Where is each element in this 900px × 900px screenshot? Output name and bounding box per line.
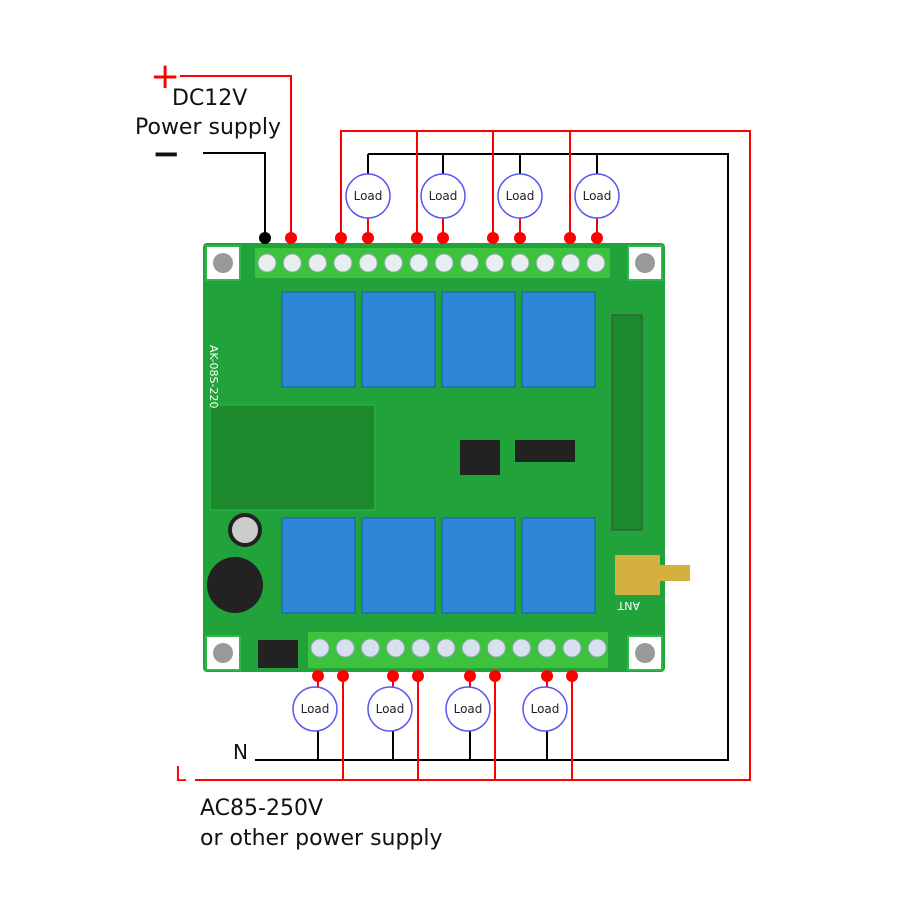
load-label: Load	[429, 189, 458, 203]
terminal-screw	[282, 253, 302, 273]
terminal-dot	[335, 232, 347, 244]
ac-power-supply-label: or other power supply	[200, 826, 443, 851]
terminal-dot	[564, 232, 576, 244]
chip	[515, 440, 575, 462]
terminal-screw	[384, 253, 403, 273]
terminal-dot	[514, 232, 526, 244]
dc-voltage-label: DC12V	[172, 86, 248, 111]
board-model-label: AK-08S-220	[207, 345, 220, 409]
terminal-screw	[360, 638, 380, 658]
terminal-screw	[586, 253, 606, 273]
neutral-wire	[203, 152, 266, 238]
terminal-screw	[510, 253, 530, 273]
buzzer	[207, 557, 263, 613]
terminal-screw	[358, 253, 378, 273]
load-circle	[367, 686, 413, 732]
neutral-wire	[255, 153, 729, 761]
relay	[281, 291, 356, 388]
load-circle	[497, 173, 543, 219]
live-wire	[195, 130, 751, 781]
capacitor	[228, 513, 262, 547]
relay	[361, 291, 436, 388]
terminal-dot	[541, 670, 553, 682]
load-circle	[345, 173, 391, 219]
relay	[521, 517, 596, 614]
terminal-dot	[487, 232, 499, 244]
terminal-screw	[386, 638, 406, 658]
terminal-screw	[409, 253, 429, 273]
receiver-module	[611, 314, 643, 531]
terminal-dot	[566, 670, 578, 682]
dc-power-supply-label: Power supply	[135, 115, 281, 140]
terminal-dot	[411, 232, 423, 244]
live-label: L	[175, 762, 187, 786]
relay	[361, 517, 436, 614]
load-label: Load	[506, 189, 535, 203]
terminal-screw	[512, 638, 532, 658]
terminal-dot	[412, 670, 424, 682]
load-label: Load	[531, 702, 560, 716]
load-label: Load	[376, 702, 405, 716]
dc-plus-sign: +	[150, 56, 181, 97]
terminal-screw	[535, 253, 555, 273]
relay-board: AK-08S-220 ANT	[203, 243, 690, 672]
load-circle	[445, 686, 491, 732]
load-circle	[420, 173, 466, 219]
dc-minus-sign: −	[152, 134, 181, 174]
terminal-screw	[561, 253, 581, 273]
terminal-dot	[489, 670, 501, 682]
relay	[441, 517, 516, 614]
neutral-label: N	[233, 740, 248, 764]
terminal-screw	[562, 638, 582, 658]
terminal-dot	[464, 670, 476, 682]
ac-voltage-label: AC85-250V	[200, 796, 323, 821]
terminal-screw	[485, 253, 505, 273]
terminal-dot	[312, 670, 324, 682]
load-circle	[522, 686, 568, 732]
terminal-screw	[333, 253, 353, 273]
terminal-screw	[459, 253, 479, 273]
terminal-screw	[587, 638, 607, 658]
terminal-dot	[387, 670, 399, 682]
relay	[521, 291, 596, 388]
terminal-screw	[461, 638, 481, 658]
load-circle	[574, 173, 620, 219]
terminal-dot	[362, 232, 374, 244]
terminal-screw	[486, 638, 506, 658]
load-label: Load	[454, 702, 483, 716]
load-circle	[292, 686, 338, 732]
dc-negative-terminal-dot	[259, 232, 271, 244]
chip	[460, 440, 500, 475]
terminal-dot	[591, 232, 603, 244]
terminal-screw	[411, 638, 431, 658]
live-wire	[180, 75, 292, 238]
load-label: Load	[354, 189, 383, 203]
terminal-screw	[257, 253, 277, 273]
load-label: Load	[583, 189, 612, 203]
terminal-screw	[308, 253, 328, 273]
terminal-screw	[537, 638, 557, 658]
terminal-screw	[335, 638, 355, 658]
antenna-label: ANT	[617, 599, 640, 612]
load-label: Load	[301, 702, 330, 716]
terminal-screw	[436, 638, 456, 658]
terminal-dot	[437, 232, 449, 244]
bottom-terminal-block	[308, 632, 608, 668]
terminal-dot	[285, 232, 297, 244]
terminal-screw	[310, 638, 330, 658]
relay	[281, 517, 356, 614]
learn-button	[258, 640, 298, 668]
relay	[441, 291, 516, 388]
terminal-dot	[337, 670, 349, 682]
terminal-screw	[434, 253, 454, 273]
